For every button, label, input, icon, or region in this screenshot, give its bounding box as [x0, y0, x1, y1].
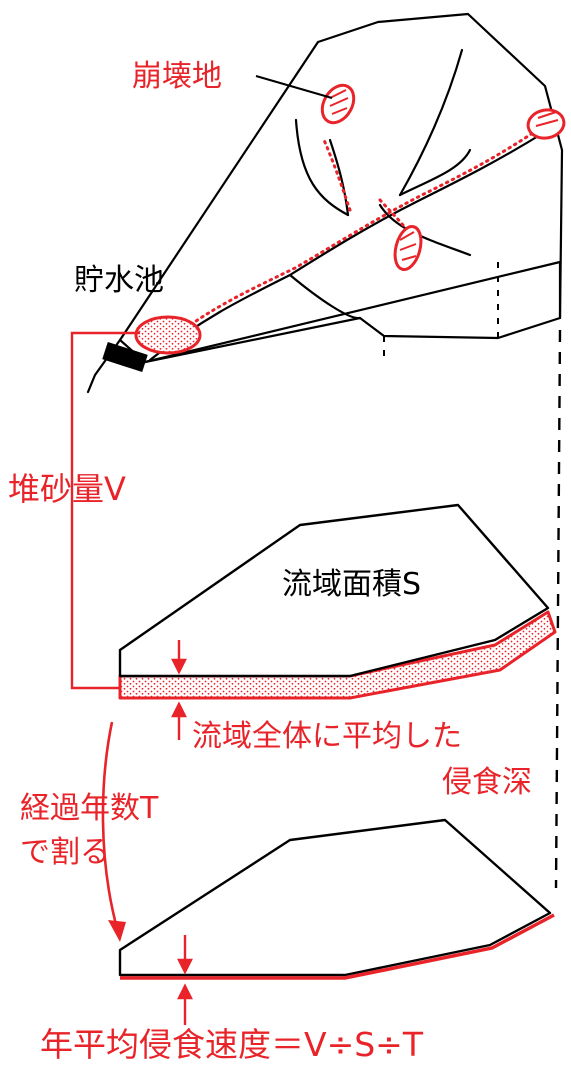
sediment-bracket — [70, 331, 140, 690]
divide-arrow — [101, 721, 120, 933]
sediment-volume-label: 堆砂量V — [8, 470, 126, 508]
landslide-scars — [320, 83, 566, 271]
rate-arrows — [177, 935, 193, 1025]
divide-label-line1: 経過年数T — [20, 791, 159, 826]
avg-erosion-label-line1: 流域全体に平均した — [192, 719, 462, 754]
reservoir-sediment — [134, 315, 202, 355]
basin-area-label: 流域面積S — [282, 567, 421, 602]
channel-sediment — [168, 122, 548, 342]
landslide-hatching — [329, 89, 559, 261]
divide-label-line2: で割る — [20, 835, 110, 870]
divide-arrow-head — [108, 920, 126, 942]
avg-erosion-label-line2: 侵食深 — [442, 765, 532, 800]
landslide-label: 崩壊地 — [132, 59, 222, 94]
right-guide-dashed — [554, 329, 562, 889]
landslide-leader — [255, 75, 333, 99]
reservoir-label: 貯水池 — [74, 263, 164, 298]
basin-slab — [118, 503, 557, 700]
annual-slab — [118, 818, 555, 980]
block-guides — [383, 262, 499, 362]
depth-arrows — [171, 640, 187, 740]
formula-label: 年平均侵食速度＝V÷S÷T — [40, 1025, 424, 1064]
dam-block — [102, 341, 148, 373]
